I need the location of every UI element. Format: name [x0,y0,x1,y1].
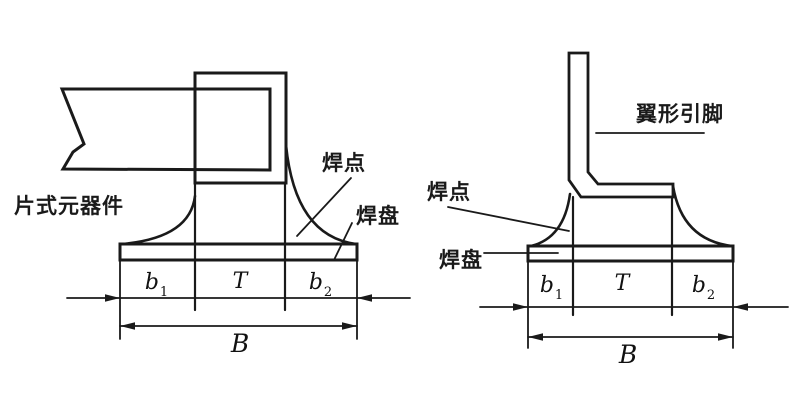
arrowhead-B-left [120,322,135,330]
chip-component-label: 片式元器件 [14,195,124,218]
chip-body-outline [59,87,272,172]
solder-pad-outline [118,242,359,262]
arrowhead-B-right [342,322,357,330]
solder-pad-outline-right [526,244,735,263]
arrowhead-inward-left-right-diagram [513,303,528,311]
dimension-T-left: T [232,269,248,294]
dimension-B-right: B [618,340,638,369]
solder-fillet-toe [671,184,734,248]
solder-fillet-left [120,194,197,246]
arrowhead-B-right-right-diagram [718,333,733,341]
chip-termination-cap-outline [193,71,288,185]
arrowhead-inward-left [105,294,120,302]
dimension-b2-right: b2 [691,273,716,304]
solder-fillet-heel [529,192,572,248]
solder-joint-label-right: 焊点 [427,181,471,204]
solder-pad-label-right: 焊盘 [439,249,483,272]
dimension-b1-right: b1 [539,273,564,304]
solder-joint-label-left: 焊点 [322,152,366,175]
arrowhead-inward-right [357,294,372,302]
arrowhead-inward-right-right-diagram [733,303,748,311]
solder-pad-label-left: 焊盘 [356,205,400,228]
solder-pad-leader-line [333,222,353,261]
dimension-b2-left: b2 [308,270,333,301]
dimension-b1-left: b1 [144,270,169,301]
solder-joint-leader-line [296,177,352,237]
dimension-B-left: B [230,329,250,358]
arrowhead-B-left-right-diagram [528,333,543,341]
solder-joint-leader-line-right [447,206,570,232]
gull-wing-lead-outline [567,51,675,199]
gull-wing-lead-label: 翼形引脚 [636,103,724,126]
dimension-T-right: T [614,271,630,296]
